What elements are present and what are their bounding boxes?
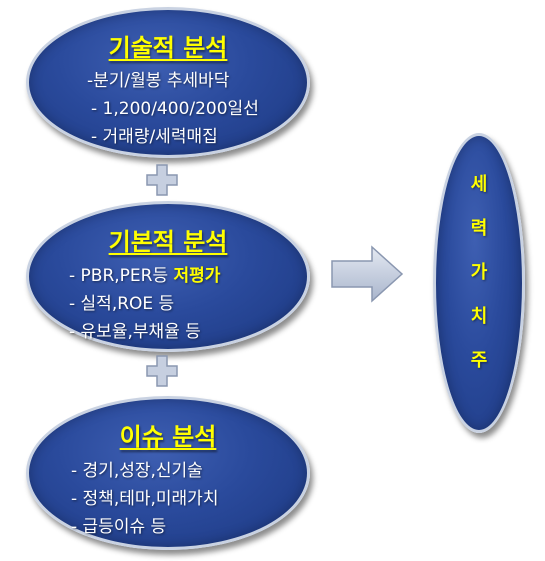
undervalued-emphasis: 저평가: [173, 266, 221, 286]
technical-line-3: - 거래량/세력매집: [91, 127, 218, 147]
result-char-5: 주: [470, 350, 488, 371]
fundamental-line-3: - 유보율,부채율 등: [69, 322, 201, 342]
result-char-1: 세: [470, 174, 488, 195]
issue-line-3: - 급등이슈 등: [71, 517, 167, 537]
result-ellipse: 세 력 가 치 주: [433, 133, 525, 433]
technical-analysis-ellipse: 기술적 분석 -분기/월봉 추세바닥 - 1,200/400/200일선 - 거…: [26, 7, 310, 158]
fundamental-line-1: - PBR,PER등 저평가: [69, 261, 220, 286]
technical-line-2: - 1,200/400/200일선: [91, 99, 259, 119]
result-char-2: 력: [470, 218, 488, 239]
fundamental-line-2: - 실적,ROE 등: [69, 294, 175, 314]
result-char-4: 치: [470, 306, 488, 327]
right-arrow-icon: [331, 245, 404, 303]
fundamental-analysis-ellipse: 기본적 분석 - PBR,PER등 저평가 - 실적,ROE 등 - 유보율,부…: [26, 201, 310, 352]
fundamental-line-1-text: - PBR,PER등: [69, 266, 174, 286]
plus-icon: [146, 355, 178, 387]
issue-analysis-ellipse: 이슈 분석 - 경기,성장,신기술 - 정책,테마,미래가치 - 급등이슈 등: [26, 396, 310, 550]
fundamental-analysis-title: 기본적 분석: [108, 228, 228, 256]
issue-analysis-title: 이슈 분석: [119, 423, 217, 451]
result-char-3: 가: [470, 262, 488, 283]
issue-line-1: - 경기,성장,신기술: [71, 461, 203, 481]
issue-line-2: - 정책,테마,미래가치: [71, 489, 219, 509]
technical-analysis-title: 기술적 분석: [108, 34, 228, 62]
plus-icon: [146, 164, 178, 196]
technical-line-1: -분기/월봉 추세바닥: [87, 71, 230, 91]
